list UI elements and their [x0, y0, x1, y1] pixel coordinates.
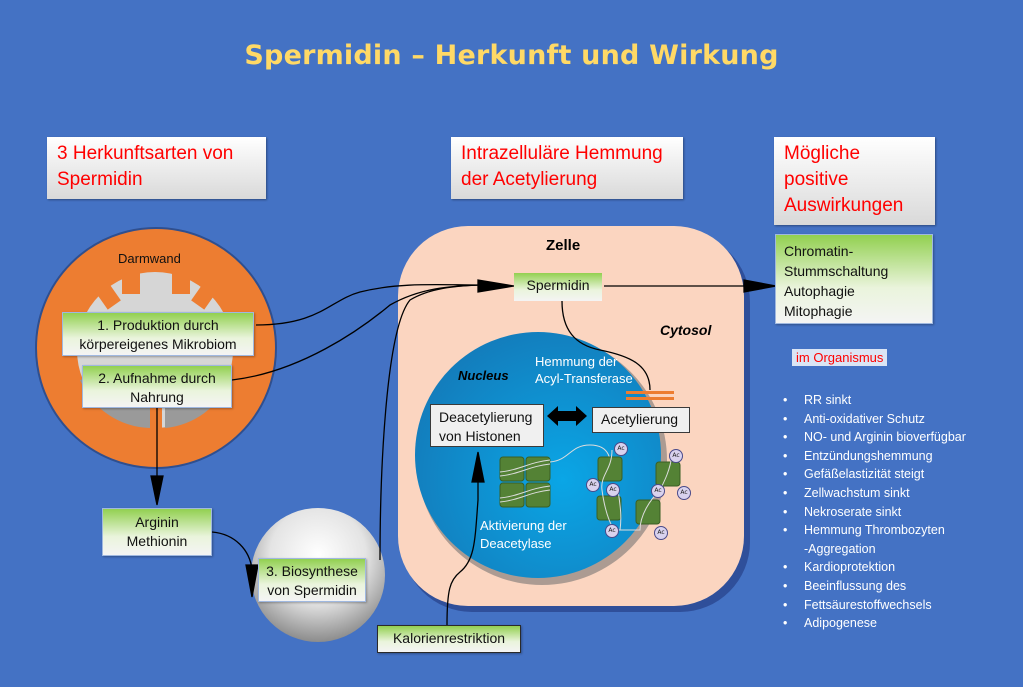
organism-effect-text: Anti-oxidativer Schutz	[804, 411, 925, 426]
acetyl-tag: Ac	[677, 486, 691, 500]
cellular-effect: Mitophagie	[784, 303, 853, 319]
organism-effect-item: • Zellwachstum sinkt	[780, 484, 966, 503]
organism-effect-item: • Fettsäurestoffwechsels	[780, 596, 966, 615]
acetyl-tag: Ac	[651, 484, 665, 498]
header-origins: 3 Herkunftsarten von Spermidin	[47, 137, 266, 199]
organism-label: im Organismus	[792, 349, 888, 366]
page-title: Spermidin – Herkunft und Wirkung	[244, 40, 779, 71]
organism-effect-item: • NO- und Arginin bioverfügbar	[780, 428, 966, 447]
organism-effect-text: -Aggregation	[804, 541, 876, 556]
organism-effect-item: • Entzündungshemmung	[780, 447, 966, 466]
organism-effect-text: Entzündungshemmung	[804, 448, 933, 463]
cell-label: Zelle	[546, 237, 581, 254]
organism-effect-text: Fettsäurestoffwechsels	[804, 597, 932, 612]
cytosol-label: Cytosol	[660, 322, 712, 338]
acetyl-tag: Ac	[669, 449, 683, 463]
acetyl-tag: Ac	[586, 478, 600, 492]
precursors-box: Arginin Methionin	[102, 508, 212, 556]
open-chromatin	[596, 449, 681, 531]
acetyl-tag: Ac	[654, 526, 668, 540]
organism-effect-text: Beeinflussung des	[804, 578, 907, 593]
header-inhibition: Intrazelluläre Hemmung der Acetylierung	[451, 137, 683, 199]
organism-effect-item: • Hemmung Thrombozyten	[780, 521, 966, 540]
bullet-icon: •	[783, 393, 788, 407]
cellular-effect: Autophagie	[784, 283, 855, 299]
bullet-icon: •	[783, 616, 788, 631]
cellular-effects-box: Chromatin- Stummschaltung Autophagie Mit…	[775, 234, 933, 324]
deacetylase-activation-label: Aktivierung der Deacetylase	[480, 518, 567, 551]
organism-effect-text: Hemmung Thrombozyten	[804, 523, 945, 538]
organism-effect-item: • Kardioprotektion	[780, 558, 966, 577]
organism-effect-text: Gefäßelastizität steigt	[804, 467, 925, 482]
acetyl-tag: Ac	[614, 442, 628, 456]
organism-effect-text: RR sinkt	[804, 393, 852, 407]
organism-effect-item: • Nekroserate sinkt	[780, 503, 966, 522]
organism-effects-list: • RR sinkt • Anti-oxidativer Schutz • NO- und…	[780, 391, 966, 633]
inhibition-bar	[626, 397, 674, 400]
connectors	[150, 279, 777, 626]
bullet-icon: •	[783, 430, 788, 445]
bullet-icon: •	[783, 411, 788, 426]
acetyl-tag: Ac	[606, 483, 620, 497]
inhibition-bar	[626, 391, 674, 394]
gut-wall-label: Darmwand	[118, 251, 181, 266]
source-nutrition: 2. Aufnahme durch Nahrung	[82, 365, 232, 408]
organism-effect-text: NO- und Arginin bioverfügbar	[804, 430, 966, 445]
deacetylation-box: Deacetylierung von Histonen	[430, 404, 544, 447]
bullet-icon: •	[783, 448, 788, 463]
bullet-icon: •	[783, 560, 788, 575]
nucleus-label: Nucleus	[458, 368, 509, 383]
double-arrow-icon	[547, 406, 587, 426]
bullet-icon: •	[783, 504, 788, 519]
acyl-inhibition-label: Hemmung der Acyl-Transferase	[535, 354, 633, 386]
bullet-icon: •	[783, 578, 788, 593]
cellular-effect: Stummschaltung	[784, 263, 889, 279]
organism-effect-item: • RR sinkt	[780, 391, 966, 410]
acetylation-box: Acetylierung	[592, 407, 690, 433]
organism-effect-text: Zellwachstum sinkt	[804, 485, 910, 500]
organism-effect-item: • Beeinflussung des	[780, 577, 966, 596]
bullet-icon: •	[783, 467, 788, 482]
source-microbiome: 1. Produktion durch körpereigenes Mikrob…	[62, 312, 254, 356]
calorie-restriction-box: Kalorienrestriktion	[377, 625, 521, 653]
organism-effect-item: • Adipogenese	[780, 614, 966, 633]
spermidin-box: Spermidin	[514, 273, 602, 301]
bullet-icon: •	[783, 485, 788, 500]
cellular-effect: Chromatin-	[784, 243, 854, 259]
acetyl-tag: Ac	[605, 524, 619, 538]
header-effects: Mögliche positive Auswirkungen	[774, 137, 935, 225]
bullet-icon: •	[783, 597, 788, 612]
bullet-icon: •	[783, 523, 788, 538]
biosynthesis-box: 3. Biosynthese von Spermidin	[258, 558, 366, 602]
organism-effect-item: -Aggregation	[780, 540, 966, 559]
organism-effect-text: Nekroserate sinkt	[804, 504, 902, 519]
organism-effect-text: Kardioprotektion	[804, 560, 896, 575]
organism-effect-item: • Gefäßelastizität steigt	[780, 465, 966, 484]
condensed-chromatin	[499, 444, 612, 508]
organism-effect-text: Adipogenese	[804, 616, 877, 631]
organism-effect-item: • Anti-oxidativer Schutz	[780, 410, 966, 429]
